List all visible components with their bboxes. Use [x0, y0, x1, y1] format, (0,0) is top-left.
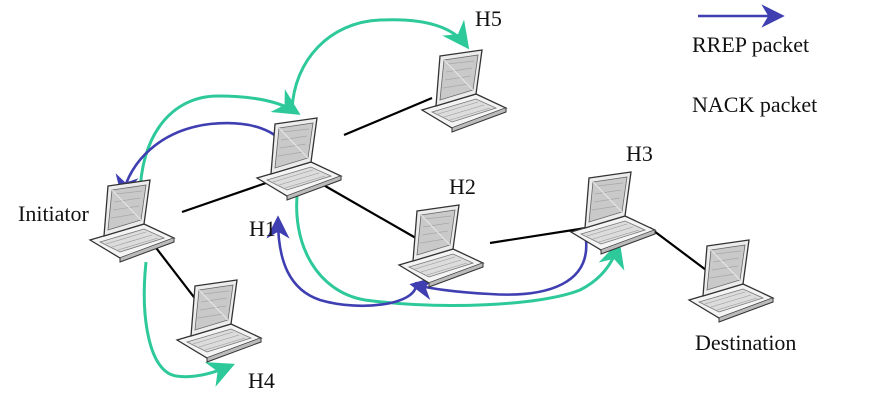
laptop-icon — [421, 49, 507, 133]
laptop-h3 — [570, 171, 656, 255]
laptop-icon — [89, 179, 175, 263]
nack-arrow-h1-h5 — [290, 18, 470, 111]
laptop-h2 — [398, 204, 484, 288]
legend-rrep-label: RREP packet — [692, 32, 809, 57]
rrep-arrow-h3-h2 — [409, 239, 588, 300]
rrep-arrow-h2-h1 — [266, 215, 418, 308]
label-h2: H2 — [449, 174, 476, 199]
rrep-arrows — [115, 4, 785, 308]
label-destination: Destination — [695, 330, 796, 355]
label-h5: H5 — [475, 6, 502, 31]
link-h1-h5 — [343, 96, 433, 137]
nack-arrow-initiator-h4 — [142, 261, 235, 387]
laptop-initiator — [89, 179, 175, 263]
label-initiator: Initiator — [18, 201, 90, 226]
legend: RREP packet NACK packet — [692, 32, 817, 117]
laptop-h5 — [421, 49, 507, 133]
link-h1-h2 — [319, 182, 429, 246]
links — [149, 96, 723, 319]
laptop-destination — [688, 239, 774, 323]
nack-arrow-h1-h3 — [295, 185, 625, 307]
link-h2-h3 — [489, 226, 587, 245]
label-h1: H1 — [249, 216, 276, 241]
nack-arrows — [138, 18, 625, 387]
link-initiator-h1 — [181, 181, 267, 214]
rrep-arrow-h1-initiator — [115, 121, 290, 199]
laptop-icon — [398, 204, 484, 288]
laptop-icon — [688, 239, 774, 323]
laptop-icon — [570, 171, 656, 255]
label-h4: H4 — [248, 368, 275, 393]
legend-nack-label: NACK packet — [692, 92, 817, 117]
label-h3: H3 — [626, 141, 653, 166]
